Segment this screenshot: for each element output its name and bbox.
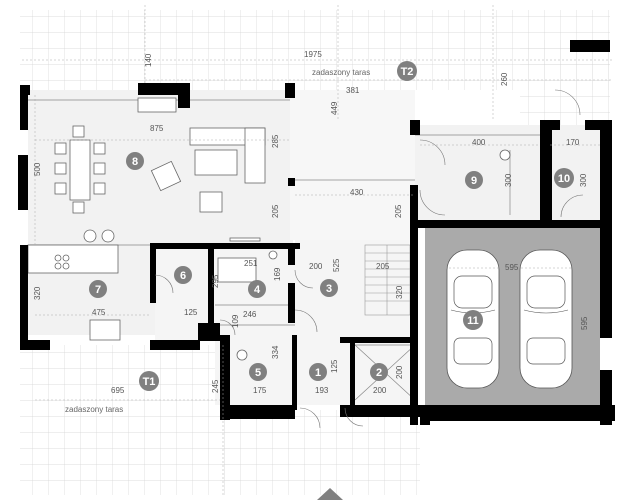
furniture bbox=[27, 97, 511, 361]
svg-text:169: 169 bbox=[273, 267, 282, 281]
room-marker-2: 2 bbox=[370, 363, 388, 381]
svg-text:205: 205 bbox=[394, 204, 403, 218]
room-marker-10: 10 bbox=[554, 168, 574, 188]
terrace-bottom bbox=[20, 345, 420, 495]
svg-text:695: 695 bbox=[111, 386, 125, 395]
svg-text:205: 205 bbox=[376, 262, 390, 271]
svg-text:205: 205 bbox=[271, 204, 280, 218]
svg-text:193: 193 bbox=[315, 386, 329, 395]
room-marker-9: 9 bbox=[465, 171, 483, 189]
room-markers: 1 2 3 4 5 6 7 8 9 10 11 T1 T2 bbox=[89, 61, 574, 391]
svg-text:3: 3 bbox=[326, 283, 332, 295]
dimension-labels: 1975 381 875 430 400 170 595 475 200 205… bbox=[92, 50, 580, 395]
svg-text:430: 430 bbox=[350, 188, 364, 197]
svg-text:7: 7 bbox=[95, 284, 101, 296]
svg-text:109: 109 bbox=[231, 314, 240, 328]
svg-text:T1: T1 bbox=[143, 376, 156, 388]
svg-text:11: 11 bbox=[467, 315, 479, 327]
svg-text:334: 334 bbox=[271, 345, 280, 359]
svg-text:125: 125 bbox=[184, 308, 198, 317]
terrace-top-label: zadaszony taras bbox=[312, 68, 370, 77]
svg-text:8: 8 bbox=[132, 156, 138, 168]
svg-text:2: 2 bbox=[376, 367, 382, 379]
svg-text:125: 125 bbox=[330, 359, 339, 373]
svg-text:175: 175 bbox=[253, 386, 267, 395]
svg-text:10: 10 bbox=[558, 173, 570, 185]
svg-text:300: 300 bbox=[504, 173, 513, 187]
svg-text:595: 595 bbox=[580, 316, 589, 330]
svg-text:449: 449 bbox=[330, 101, 339, 115]
svg-text:200: 200 bbox=[309, 262, 323, 271]
svg-text:875: 875 bbox=[150, 124, 164, 133]
terrace-bottom-label: zadaszony taras bbox=[65, 405, 123, 414]
dimension-lines bbox=[22, 5, 612, 495]
svg-text:9: 9 bbox=[471, 175, 477, 187]
svg-text:5: 5 bbox=[255, 367, 261, 379]
svg-text:T2: T2 bbox=[401, 66, 414, 78]
svg-text:500: 500 bbox=[33, 162, 42, 176]
svg-text:245: 245 bbox=[211, 379, 220, 393]
svg-text:1: 1 bbox=[315, 367, 321, 379]
room-marker-T2: T2 bbox=[397, 61, 417, 81]
svg-text:246: 246 bbox=[243, 310, 257, 319]
svg-text:475: 475 bbox=[92, 308, 106, 317]
room-marker-11: 11 bbox=[463, 310, 483, 330]
doors bbox=[154, 89, 584, 429]
room-marker-3: 3 bbox=[320, 279, 338, 297]
entrance-arrow-icon bbox=[317, 488, 343, 500]
terrace-top bbox=[20, 10, 610, 130]
svg-text:320: 320 bbox=[33, 286, 42, 300]
svg-text:140: 140 bbox=[144, 53, 153, 67]
room-marker-8: 8 bbox=[126, 152, 144, 170]
svg-text:295: 295 bbox=[211, 274, 220, 288]
room-marker-T1: T1 bbox=[139, 371, 159, 391]
svg-text:595: 595 bbox=[505, 263, 519, 272]
svg-text:285: 285 bbox=[271, 134, 280, 148]
svg-text:260: 260 bbox=[500, 72, 509, 86]
svg-text:300: 300 bbox=[579, 173, 588, 187]
vertical-dimension-labels: 140 449 260 500 285 205 205 300 300 320 … bbox=[33, 53, 589, 393]
svg-text:200: 200 bbox=[395, 365, 404, 379]
svg-text:381: 381 bbox=[346, 86, 360, 95]
room-marker-6: 6 bbox=[174, 266, 192, 284]
svg-text:6: 6 bbox=[180, 270, 186, 282]
svg-text:400: 400 bbox=[472, 138, 486, 147]
room-marker-5: 5 bbox=[249, 363, 267, 381]
svg-text:200: 200 bbox=[373, 386, 387, 395]
svg-text:320: 320 bbox=[395, 285, 404, 299]
car-right-icon bbox=[519, 249, 573, 389]
svg-text:525: 525 bbox=[332, 258, 341, 272]
svg-text:170: 170 bbox=[566, 138, 580, 147]
room-marker-7: 7 bbox=[89, 280, 107, 298]
room-marker-4: 4 bbox=[248, 280, 266, 298]
room-marker-1: 1 bbox=[309, 363, 327, 381]
svg-text:1975: 1975 bbox=[304, 50, 322, 59]
walls bbox=[18, 40, 615, 425]
svg-text:4: 4 bbox=[254, 284, 261, 296]
svg-text:251: 251 bbox=[244, 259, 258, 268]
